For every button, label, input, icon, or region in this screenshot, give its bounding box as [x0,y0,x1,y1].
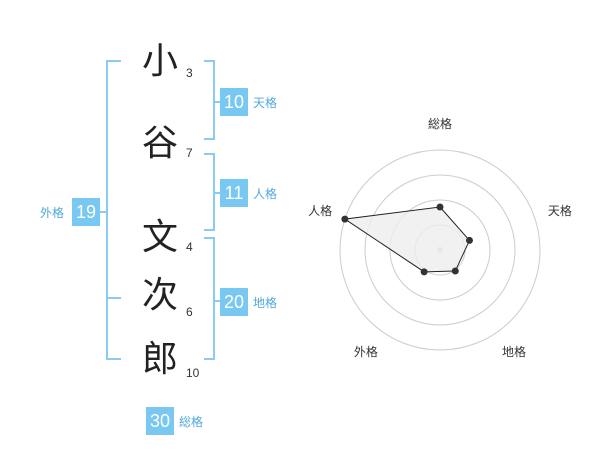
name-char-3: 文 [141,217,178,258]
tenkaku-label: 天格 [253,96,278,110]
radar-point [436,203,444,211]
gaikaku-bracket [106,60,121,360]
radar-point [341,215,349,223]
gaikaku-value: 19 [72,198,100,226]
stroke-count-1: 3 [186,66,193,80]
radar-axis-label-gaikaku: 外格 [353,344,378,359]
radar-point [465,236,473,244]
name-char-5: 郎 [141,339,178,380]
stroke-count-5: 10 [186,366,200,380]
radar-axis-label-chikaku: 地格 [502,344,527,359]
name-char-1: 小 [141,41,178,82]
radar-point [420,268,428,276]
name-char-2: 谷 [141,123,178,164]
jinkaku-value: 11 [220,179,248,207]
radar-axis-label-soukaku: 総格 [427,117,452,131]
radar-polygon [343,206,471,273]
chikaku-bracket [204,237,215,360]
jinkaku-label: 人格 [253,187,278,201]
radar-ring [364,174,516,326]
stroke-count-4: 6 [186,305,193,319]
radar-axis-label-tenkaku: 天格 [547,204,572,219]
soukaku-label: 総格 [179,415,204,429]
radar-ring [389,199,491,301]
chikaku-label: 地格 [253,296,278,310]
soukaku-value: 30 [146,407,174,435]
tenkaku-bracket [204,60,215,140]
chikaku-value: 20 [220,288,248,316]
stroke-count-2: 7 [186,146,193,160]
gaikaku-label: 外格 [40,206,65,220]
stroke-count-3: 4 [186,240,193,254]
radar-point [451,267,459,275]
radar-ring [339,149,541,351]
name-char-4: 次 [141,275,178,316]
tenkaku-value: 10 [220,88,248,116]
radar-axis-label-jinkaku: 人格 [308,204,333,219]
